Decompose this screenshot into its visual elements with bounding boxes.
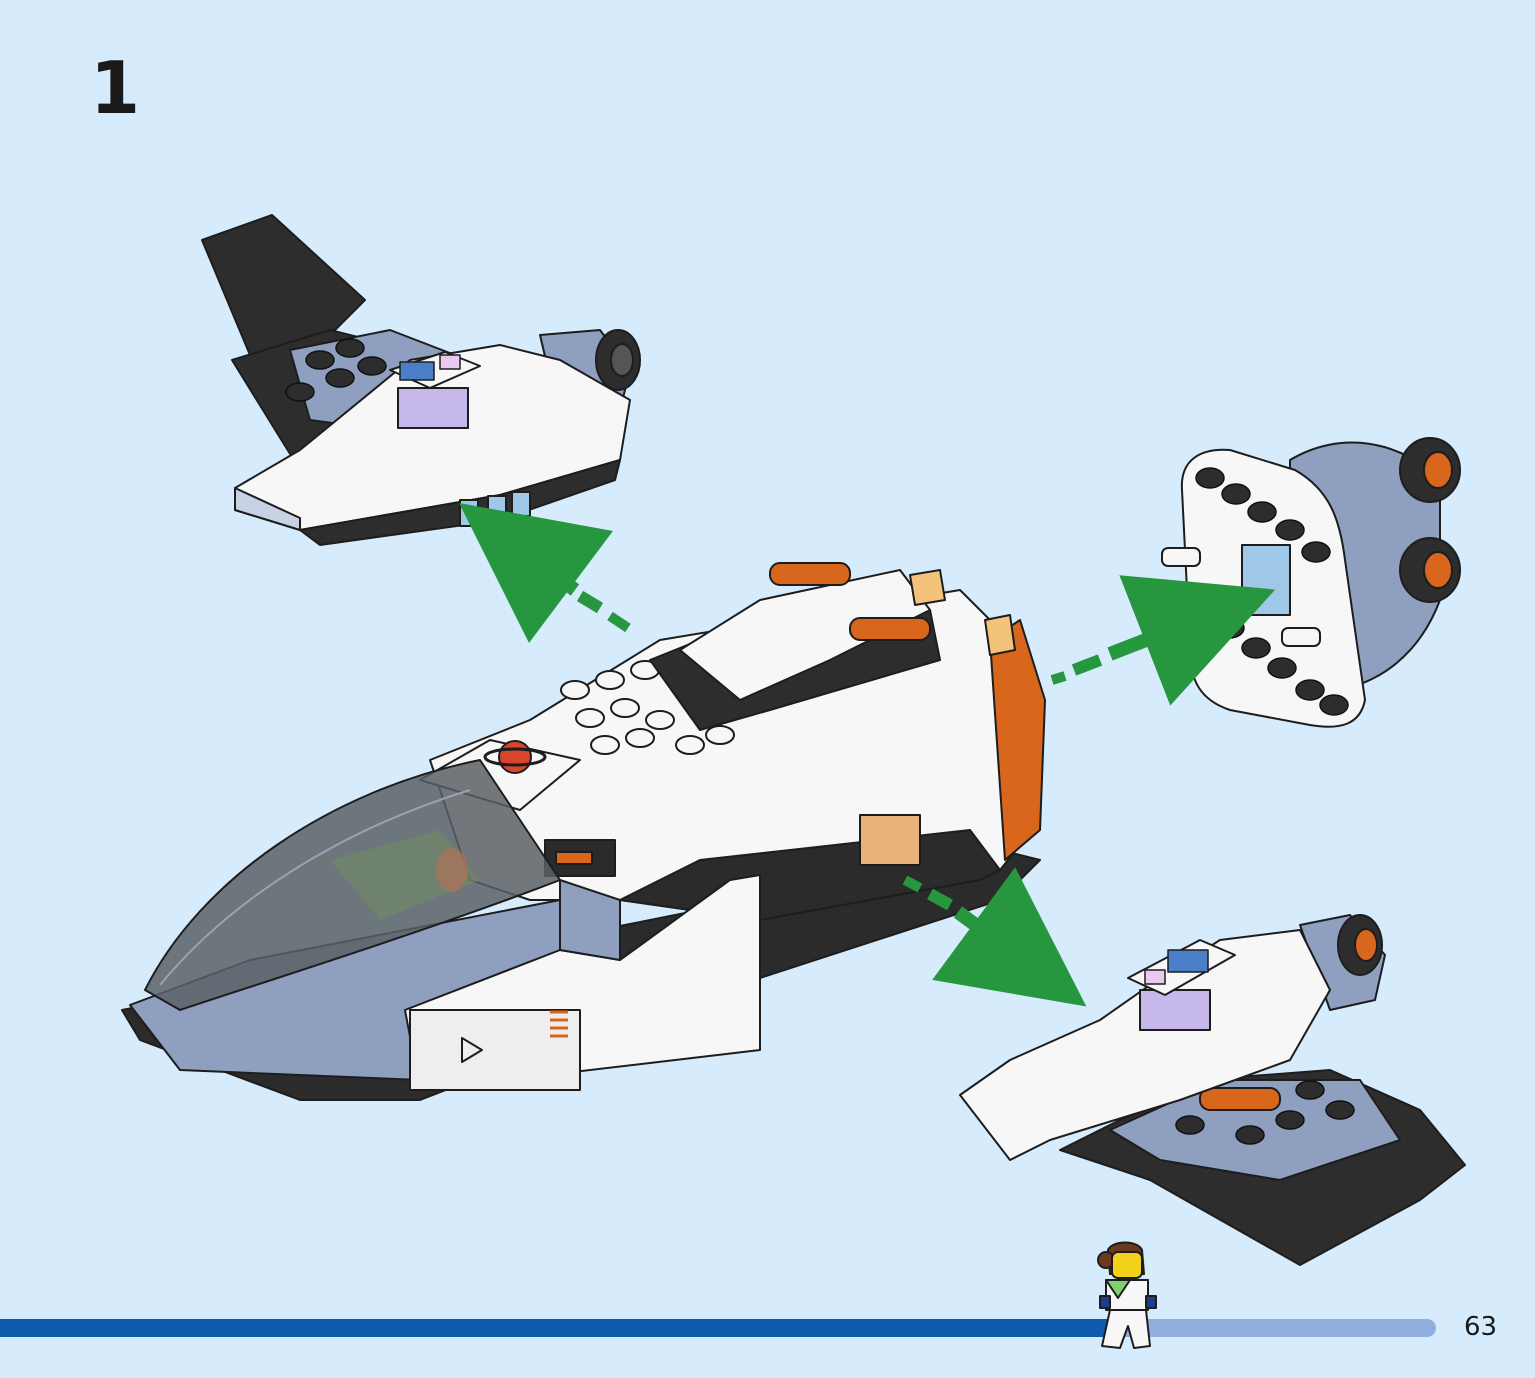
assembly-arrows [459, 503, 1276, 1007]
arrow-to-lower-wing [902, 867, 1087, 1007]
astronaut-minifigure-icon [1097, 1241, 1157, 1349]
upper-wing-module [201, 214, 641, 546]
main-hull [121, 562, 1046, 1101]
progress-bar [0, 1319, 1436, 1337]
arrow-to-engine [1050, 575, 1276, 706]
page-number: 63 [1464, 1312, 1498, 1342]
progress-fill [0, 1319, 1113, 1337]
step-number: 1 [90, 46, 141, 130]
planet-logo-icon [483, 740, 547, 774]
arrow-to-upper-wing [459, 503, 631, 643]
build-step-illustration [121, 214, 1466, 1266]
lower-wing-module [959, 914, 1466, 1266]
rear-engine-module [1161, 437, 1461, 728]
